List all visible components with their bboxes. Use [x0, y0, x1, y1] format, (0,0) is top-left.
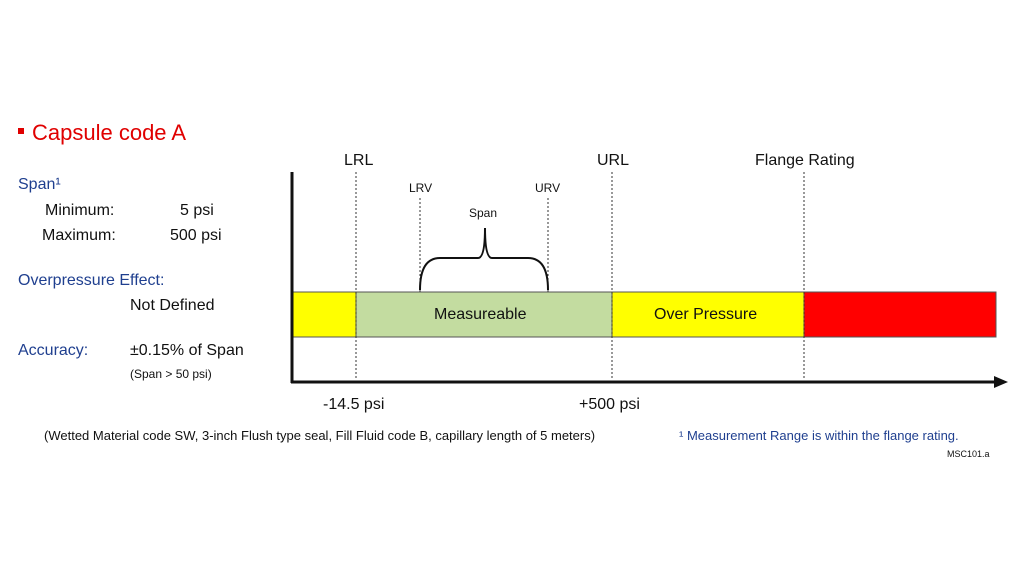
axis-low-label: -14.5 psi — [323, 396, 385, 413]
span-label: Span¹ — [18, 176, 61, 193]
footnote-left: (Wetted Material code SW, 3-inch Flush t… — [44, 428, 596, 443]
accuracy-label: Accuracy: — [18, 342, 89, 359]
zone-measureable — [355, 291, 613, 338]
axis-high-label: +500 psi — [579, 396, 640, 413]
span-brace — [419, 227, 549, 291]
zone-red — [803, 291, 997, 338]
zone-over-pressure — [611, 291, 805, 338]
lrl-label: LRL — [344, 152, 374, 169]
over-pressure-label: Over Pressure — [654, 306, 758, 323]
span-minimum-label: Minimum: — [45, 202, 115, 219]
span-maximum-label: Maximum: — [42, 227, 116, 244]
flange-rating-label: Flange Rating — [755, 152, 855, 169]
axis-arrow-icon — [994, 376, 1008, 388]
span-maximum-value: 500 psi — [170, 227, 222, 244]
lrv-label: LRV — [409, 181, 433, 195]
measureable-label: Measureable — [434, 306, 527, 323]
span-minimum-value: 5 psi — [180, 202, 214, 219]
accuracy-note: (Span > 50 psi) — [130, 367, 212, 381]
span-brace-label: Span — [469, 206, 498, 220]
bullet-icon — [18, 128, 24, 135]
page-title-text: Capsule code A — [32, 120, 187, 145]
accuracy-value: ±0.15% of Span — [130, 342, 244, 359]
footnote-right: ¹ Measurement Range is within the flange… — [679, 428, 959, 443]
page-title: Capsule code A — [18, 120, 186, 146]
overpressure-label: Overpressure Effect: — [18, 272, 165, 289]
doc-code: MSC101.a — [947, 449, 990, 459]
overpressure-value: Not Defined — [130, 297, 215, 314]
url-label: URL — [597, 152, 630, 169]
zone-yellow-low — [291, 291, 357, 338]
urv-label: URV — [535, 181, 561, 195]
